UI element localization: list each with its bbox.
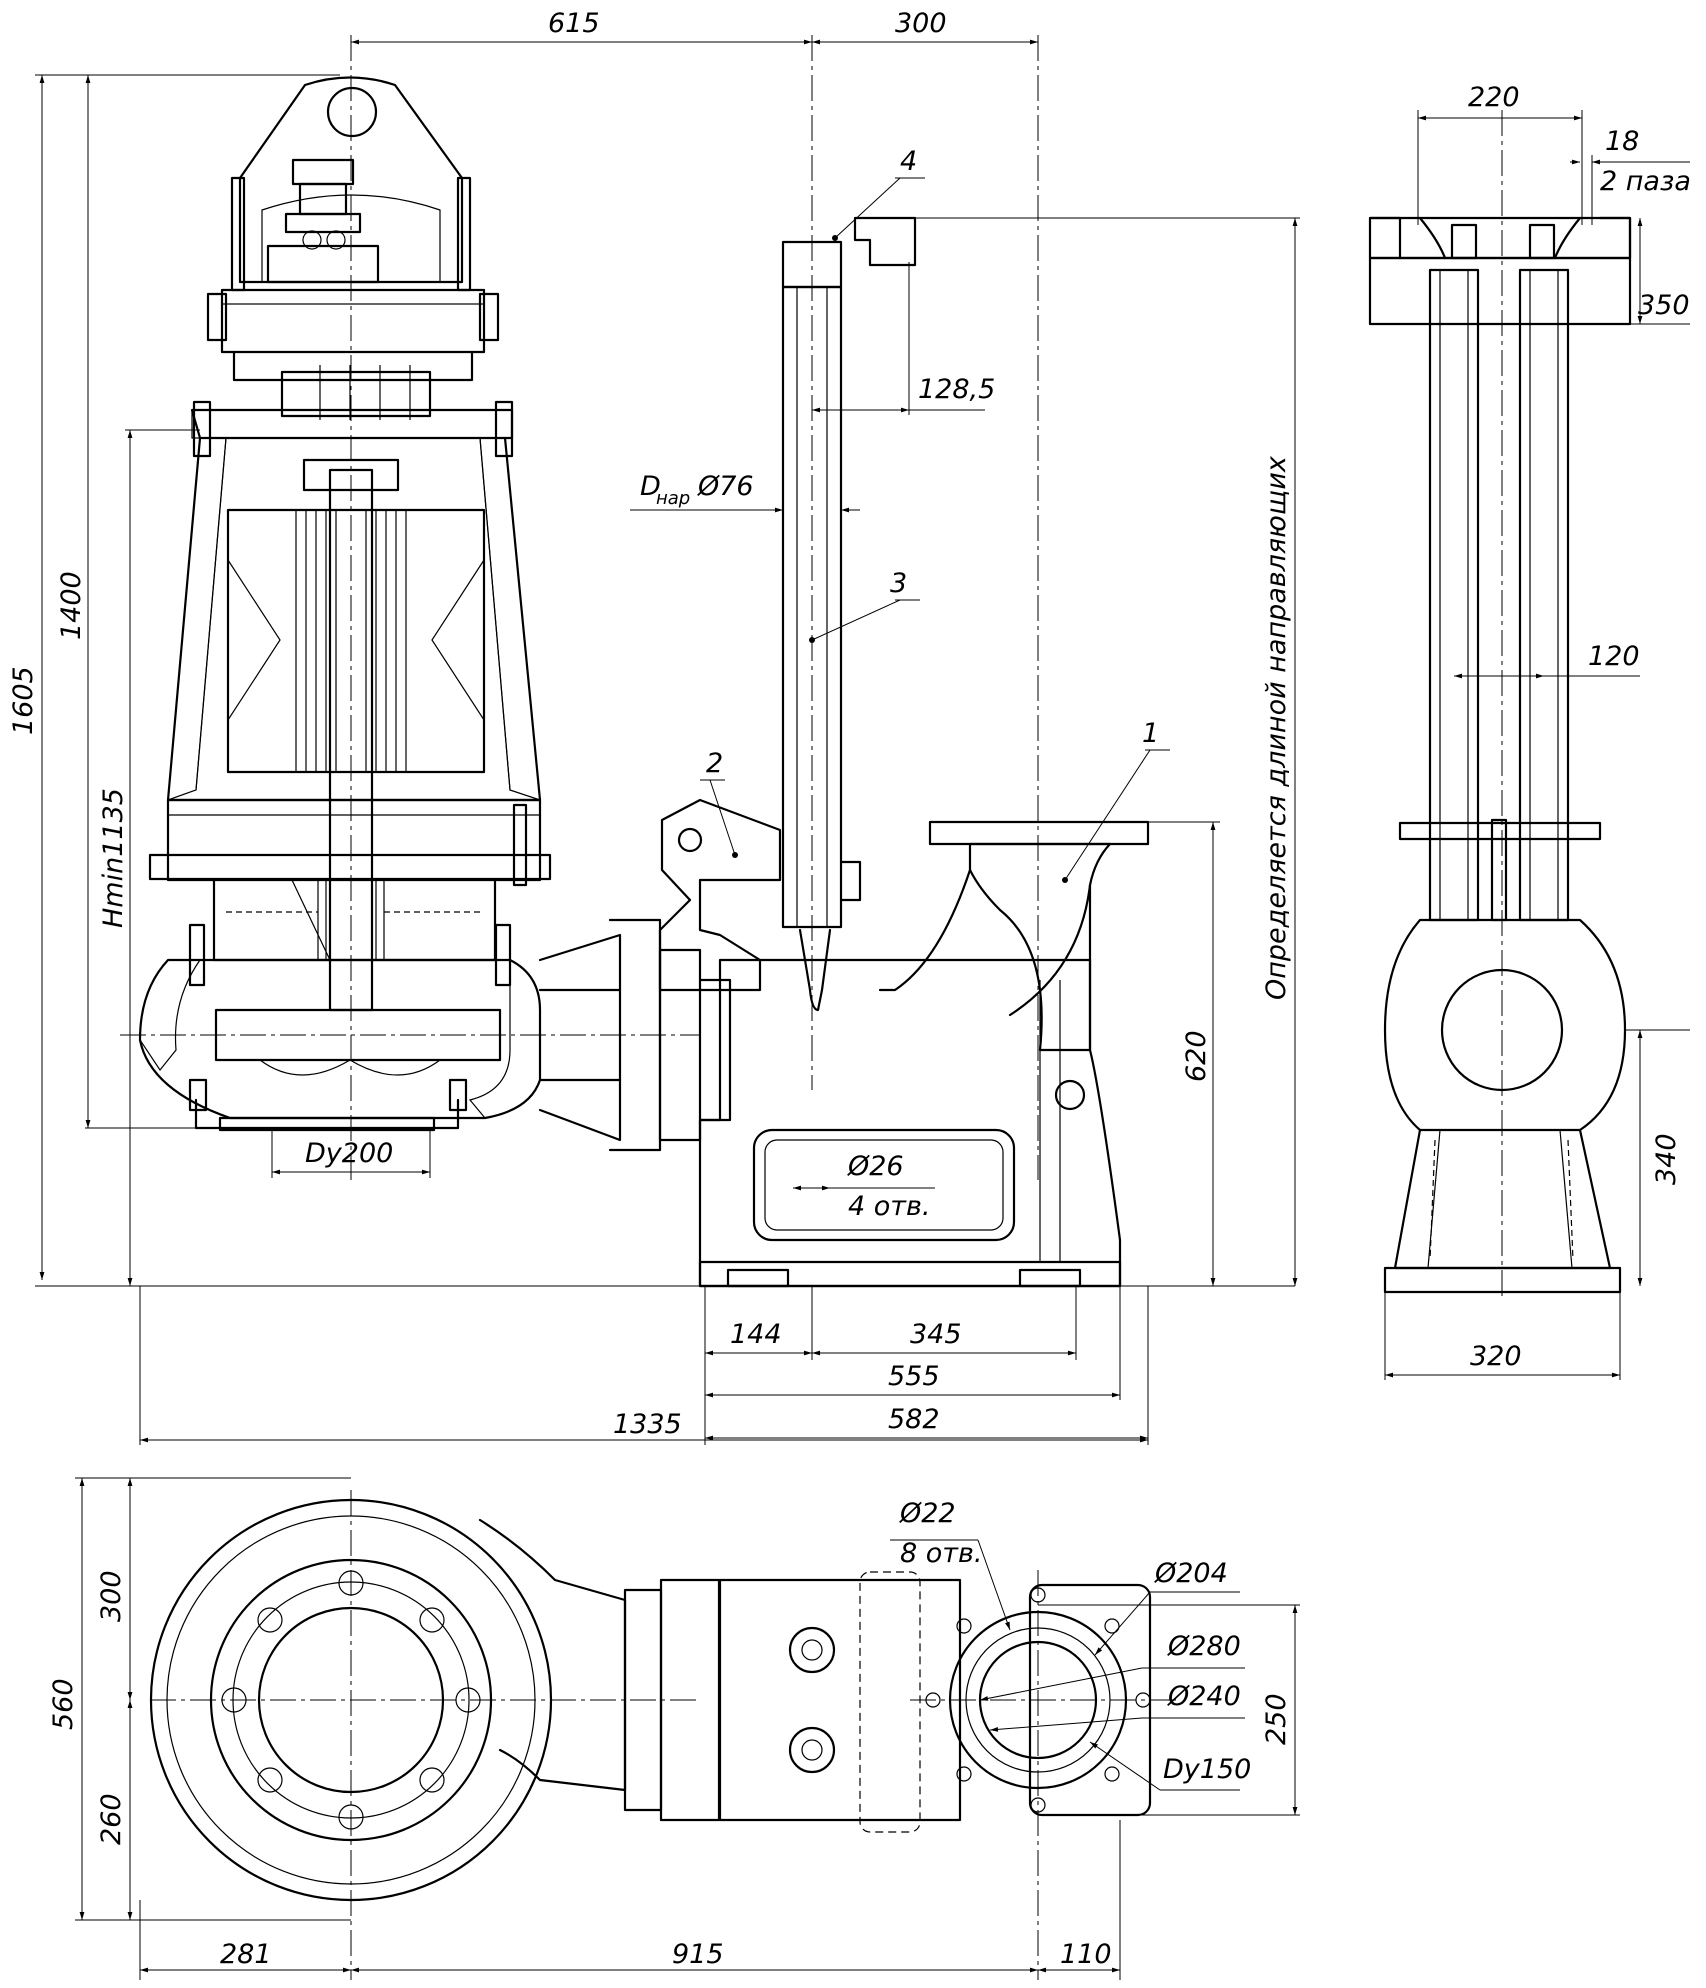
dim-8-holes: 8 отв. — [900, 1538, 983, 1569]
plan-view — [149, 1490, 1180, 1980]
dim-hmin: Hmin1135 — [98, 788, 129, 928]
dim-1605: 1605 — [8, 666, 39, 735]
dim-560: 560 — [48, 1678, 79, 1730]
callout-3: 3 — [890, 568, 907, 599]
dim-615: 615 — [548, 8, 600, 39]
dim-d22: Ø22 — [899, 1498, 956, 1529]
dim-620: 620 — [1181, 1030, 1212, 1082]
callout-4: 4 — [900, 146, 917, 177]
dim-dnar-value: Ø76 — [697, 471, 754, 502]
dim-345: 345 — [910, 1319, 962, 1350]
dim-915: 915 — [672, 1939, 724, 1970]
dim-300-plan: 300 — [96, 1570, 127, 1622]
dim-281: 281 — [220, 1939, 272, 1970]
dim-d240: Ø240 — [1167, 1681, 1241, 1712]
callout-leaders — [700, 177, 1170, 883]
dim-250: 250 — [1261, 1693, 1292, 1745]
front-centerlines — [120, 35, 1039, 1180]
dim-350: 350 — [1638, 290, 1690, 321]
dim-1400: 1400 — [56, 571, 87, 640]
callout-1: 1 — [1142, 718, 1159, 749]
dim-340: 340 — [1651, 1133, 1682, 1185]
callout-2: 2 — [706, 748, 723, 779]
dim-18: 18 — [1605, 126, 1639, 157]
dim-d204: Ø204 — [1154, 1558, 1228, 1589]
dim-d26: Ø26 — [847, 1151, 904, 1182]
dim-dy150: Dy150 — [1163, 1754, 1251, 1785]
guide-and-base-front — [658, 216, 1150, 1288]
dim-300: 300 — [895, 8, 947, 39]
dim-555: 555 — [888, 1361, 940, 1392]
part-callouts: 4 3 2 1 — [706, 146, 1159, 779]
dim-260: 260 — [96, 1793, 127, 1845]
guide-length-note: Определяется длиной направляющих — [1261, 455, 1292, 1000]
dim-d280: Ø280 — [1167, 1631, 1241, 1662]
dim-120: 120 — [1588, 641, 1640, 672]
dimension-lines — [35, 39, 1690, 1980]
pump-front-view — [138, 76, 662, 1152]
dim-144: 144 — [730, 1319, 782, 1350]
dim-582: 582 — [888, 1404, 940, 1435]
dim-4-holes: 4 отв. — [848, 1191, 931, 1222]
dim-dnar-subscript: нар — [656, 488, 690, 509]
dim-dnar-letter: D — [640, 471, 661, 502]
dim-128-5: 128,5 — [918, 374, 995, 405]
dim-2-slots: 2 паза — [1600, 166, 1691, 197]
side-view — [1368, 110, 1632, 1300]
dim-220: 220 — [1468, 82, 1520, 113]
dim-1335: 1335 — [613, 1409, 682, 1440]
dim-320: 320 — [1470, 1341, 1522, 1372]
dimension-labels: 615 300 1605 1400 Hmin1135 Dy200 128,5 D… — [8, 8, 1691, 1970]
dim-110: 110 — [1060, 1939, 1112, 1970]
dim-dy200: Dy200 — [305, 1138, 393, 1169]
